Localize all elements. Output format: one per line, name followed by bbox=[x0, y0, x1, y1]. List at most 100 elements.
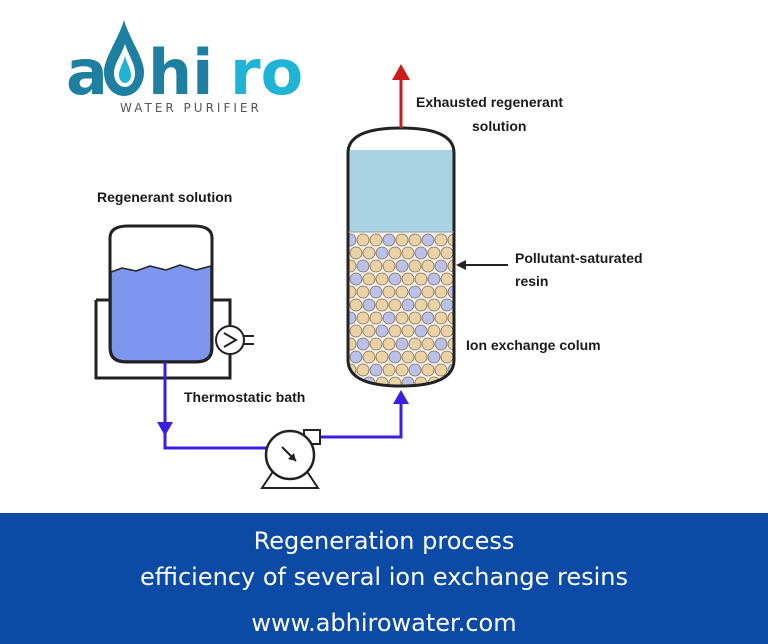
resin-bead bbox=[395, 285, 409, 299]
resin-bead bbox=[375, 246, 389, 260]
exhaust-arrow-icon bbox=[392, 64, 410, 128]
resin-bead bbox=[395, 337, 409, 351]
flow-arrow-down-icon bbox=[157, 422, 173, 436]
resin-bead bbox=[375, 324, 389, 338]
footer-website-link[interactable]: www.abhirowater.com bbox=[251, 609, 517, 637]
resin-bead bbox=[356, 259, 370, 273]
resin-bead bbox=[427, 272, 441, 286]
resin-bead bbox=[362, 350, 376, 364]
heater-icon bbox=[215, 325, 245, 355]
resin-bead bbox=[388, 324, 402, 338]
resin-bead bbox=[395, 363, 409, 377]
resin-bead bbox=[349, 272, 363, 286]
resin-bead bbox=[356, 233, 370, 247]
pump-icon bbox=[260, 429, 321, 489]
resin-bead bbox=[362, 324, 376, 338]
label-regenerant-solution: Regenerant solution bbox=[97, 189, 232, 205]
resin-bead bbox=[349, 246, 363, 260]
resin-bead bbox=[440, 298, 454, 312]
resin-bead bbox=[447, 259, 454, 273]
resin-bead bbox=[395, 233, 409, 247]
footer-banner: Regeneration process efficiency of sever… bbox=[0, 513, 768, 644]
resin-bead bbox=[414, 246, 428, 260]
resin-bead bbox=[362, 246, 376, 260]
resin-bead bbox=[382, 233, 396, 247]
resin-bead bbox=[440, 246, 454, 260]
resin-bead bbox=[408, 233, 422, 247]
resin-bead bbox=[369, 363, 383, 377]
resin-bead bbox=[414, 298, 428, 312]
resin-bead bbox=[382, 363, 396, 377]
resin-bead bbox=[375, 350, 389, 364]
thermostatic-bath bbox=[94, 298, 254, 380]
resin-bead bbox=[434, 259, 448, 273]
resin-bead bbox=[356, 311, 370, 325]
resin-bead bbox=[421, 363, 435, 377]
resin-bead bbox=[408, 337, 422, 351]
resin-bead bbox=[401, 298, 415, 312]
resin-bead bbox=[348, 311, 357, 325]
regenerant-tank bbox=[108, 224, 214, 364]
label-pollutant-line1: Pollutant-saturated bbox=[515, 250, 643, 266]
resin-bead bbox=[401, 272, 415, 286]
resin-bead bbox=[447, 285, 454, 299]
ion-exchange-column bbox=[346, 126, 456, 388]
resin-bead bbox=[388, 376, 402, 386]
resin-bead bbox=[421, 337, 435, 351]
resin-bead bbox=[434, 311, 448, 325]
resin-bead bbox=[408, 285, 422, 299]
resin-bead bbox=[427, 246, 441, 260]
abhiro-logo: a hi ro WATER PURIFIER bbox=[66, 20, 303, 115]
resin-bead bbox=[421, 285, 435, 299]
resin-bead bbox=[362, 272, 376, 286]
label-pollutant-line2: resin bbox=[515, 273, 548, 289]
resin-bead bbox=[356, 285, 370, 299]
resin-bead bbox=[348, 259, 357, 273]
flow-arrow-up-icon bbox=[393, 390, 409, 404]
resin-bead bbox=[408, 259, 422, 273]
resin-bead bbox=[395, 311, 409, 325]
resin-bead bbox=[434, 285, 448, 299]
resin-bead bbox=[348, 285, 357, 299]
resin-bead bbox=[447, 233, 454, 247]
resin-bead bbox=[369, 233, 383, 247]
resin-bead bbox=[362, 298, 376, 312]
resin-bead bbox=[349, 298, 363, 312]
logo-letters-hi: hi bbox=[148, 36, 213, 109]
resin-bead bbox=[349, 350, 363, 364]
footer-title-line1: Regeneration process bbox=[253, 527, 515, 555]
resin-bead bbox=[382, 259, 396, 273]
resin-bead bbox=[375, 298, 389, 312]
resin-bead bbox=[408, 311, 422, 325]
footer-title-line2: efficiency of several ion exchange resin… bbox=[140, 563, 628, 591]
resin-bead bbox=[401, 350, 415, 364]
resin-bead bbox=[388, 246, 402, 260]
resin-bead bbox=[421, 233, 435, 247]
resin-bead bbox=[349, 324, 363, 338]
resin-bead bbox=[421, 259, 435, 273]
resin-bead bbox=[388, 272, 402, 286]
logo-letters-ro: ro bbox=[230, 36, 303, 109]
resin-bead bbox=[395, 259, 409, 273]
resin-bead bbox=[382, 337, 396, 351]
resin-bead bbox=[375, 272, 389, 286]
resin-bead bbox=[369, 337, 383, 351]
regeneration-diagram: a hi ro WATER PURIFIER bbox=[66, 20, 643, 489]
resin-bead bbox=[388, 298, 402, 312]
resin-bead bbox=[427, 324, 441, 338]
logo-tagline: WATER PURIFIER bbox=[120, 101, 262, 115]
resin-bead bbox=[369, 259, 383, 273]
resin-bead bbox=[348, 233, 357, 247]
resin-bead bbox=[369, 285, 383, 299]
resin-bead bbox=[356, 363, 370, 377]
label-ion-exchange-column: Ion exchange colum bbox=[466, 337, 601, 353]
resin-bead bbox=[414, 272, 428, 286]
resin-bead bbox=[421, 311, 435, 325]
resin-bead bbox=[369, 311, 383, 325]
resin-beads bbox=[348, 233, 454, 386]
resin-bead bbox=[382, 285, 396, 299]
resin-bead bbox=[401, 376, 415, 386]
resin-bead bbox=[388, 350, 402, 364]
resin-bead bbox=[401, 324, 415, 338]
resin-bead bbox=[447, 337, 454, 351]
